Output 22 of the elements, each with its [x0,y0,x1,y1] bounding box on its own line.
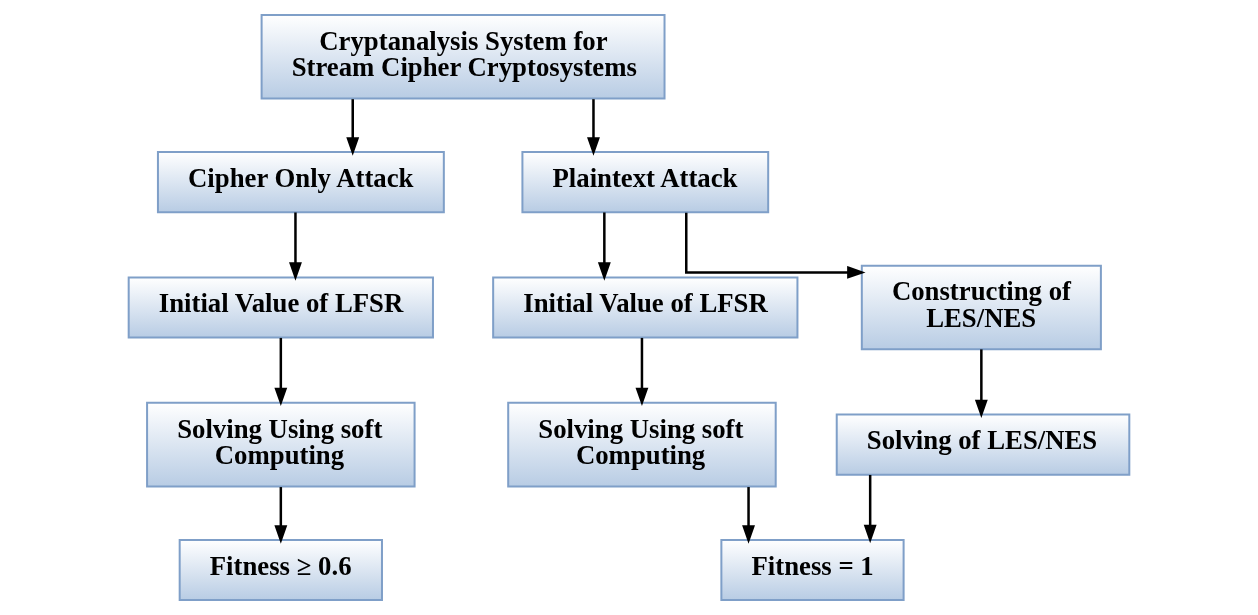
node-box: Cryptanalysis System for Stream Cipher Cryptosystems [260,13,666,100]
node-box: Plaintext Attack [521,151,770,214]
node-box: Solving of LES/NES [835,413,1131,476]
node-box: Fitness ≥ 0.6 [178,538,383,602]
arrow [274,337,288,407]
node-box: Cipher Only Attack [156,151,445,214]
arrow [587,99,600,156]
node-box: Initial Value of LFSR [127,276,434,339]
arrow [863,474,877,544]
arrow [685,212,866,279]
arrow [742,487,755,544]
arrow [346,99,360,156]
arrow [597,212,611,281]
arrow [974,349,988,419]
arrow [289,212,302,281]
node-box: Solving Using soft Computing [507,401,777,488]
node-box: Fitness = 1 [720,538,905,602]
node-box: Solving Using soft Computing [146,401,416,488]
node-box: Constructing of LES/NES [860,264,1102,351]
node-box: Initial Value of LFSR [492,276,799,339]
arrow [635,337,649,407]
arrow [274,487,288,544]
